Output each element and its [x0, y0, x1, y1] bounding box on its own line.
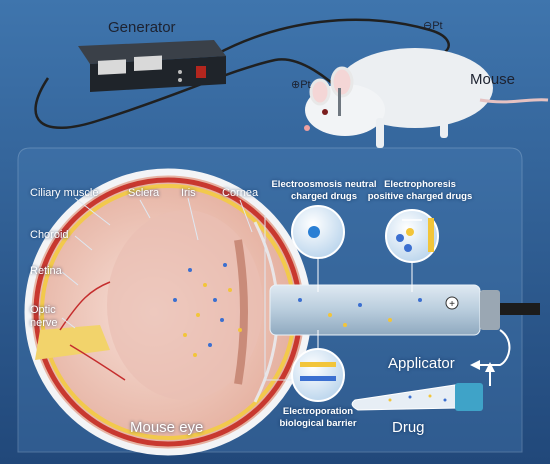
label-choroid: Choroid	[30, 229, 69, 241]
electrophoresis-inset	[385, 209, 439, 292]
label-iris: Iris	[181, 187, 196, 199]
label-electroporation-line2: biological barrier	[279, 418, 357, 429]
label-applicator: Applicator	[388, 355, 455, 372]
drug-tube	[351, 383, 483, 411]
svg-text:+: +	[449, 299, 455, 310]
electroporation-inset	[291, 330, 345, 402]
arrow-icon	[470, 329, 511, 386]
label-optic-nerve-line1: Optic	[30, 304, 56, 316]
label-electrophoresis-line2: positive charged drugs	[367, 191, 473, 202]
drug-particles	[173, 263, 242, 357]
label-mouse: Mouse	[470, 71, 516, 88]
electroosmosis-inset	[291, 205, 345, 292]
label-electroosmosis-line2: charged drugs	[291, 191, 357, 202]
cable-negative	[214, 18, 450, 57]
label-drug: Drug	[392, 419, 425, 436]
label-retina: Retina	[30, 265, 62, 277]
label-electrophoresis-line1: Electrophoresis	[384, 179, 456, 190]
mouse-illustration	[304, 48, 549, 148]
label-neg-electrode: ⊖Pt	[423, 20, 443, 32]
applicator-syringe: +	[269, 284, 540, 336]
label-mouse-eye: Mouse eye	[130, 419, 204, 436]
label-ciliary-muscle: Ciliary muscle	[30, 187, 99, 199]
label-optic-nerve-line2: nerve	[30, 317, 58, 329]
label-electroosmosis-line1: Electroosmosis neutral	[271, 179, 377, 190]
label-electroporation-line1: Electroporation	[282, 406, 354, 417]
label-pos-electrode: ⊕Pt	[291, 79, 311, 91]
label-cornea: Cornea	[222, 187, 259, 199]
callout-lines	[61, 197, 295, 381]
label-sclera: Sclera	[128, 187, 160, 199]
cable-positive	[34, 58, 346, 130]
generator-device	[78, 40, 226, 92]
eye-cross-section	[24, 168, 312, 456]
label-generator: Generator	[108, 19, 176, 36]
